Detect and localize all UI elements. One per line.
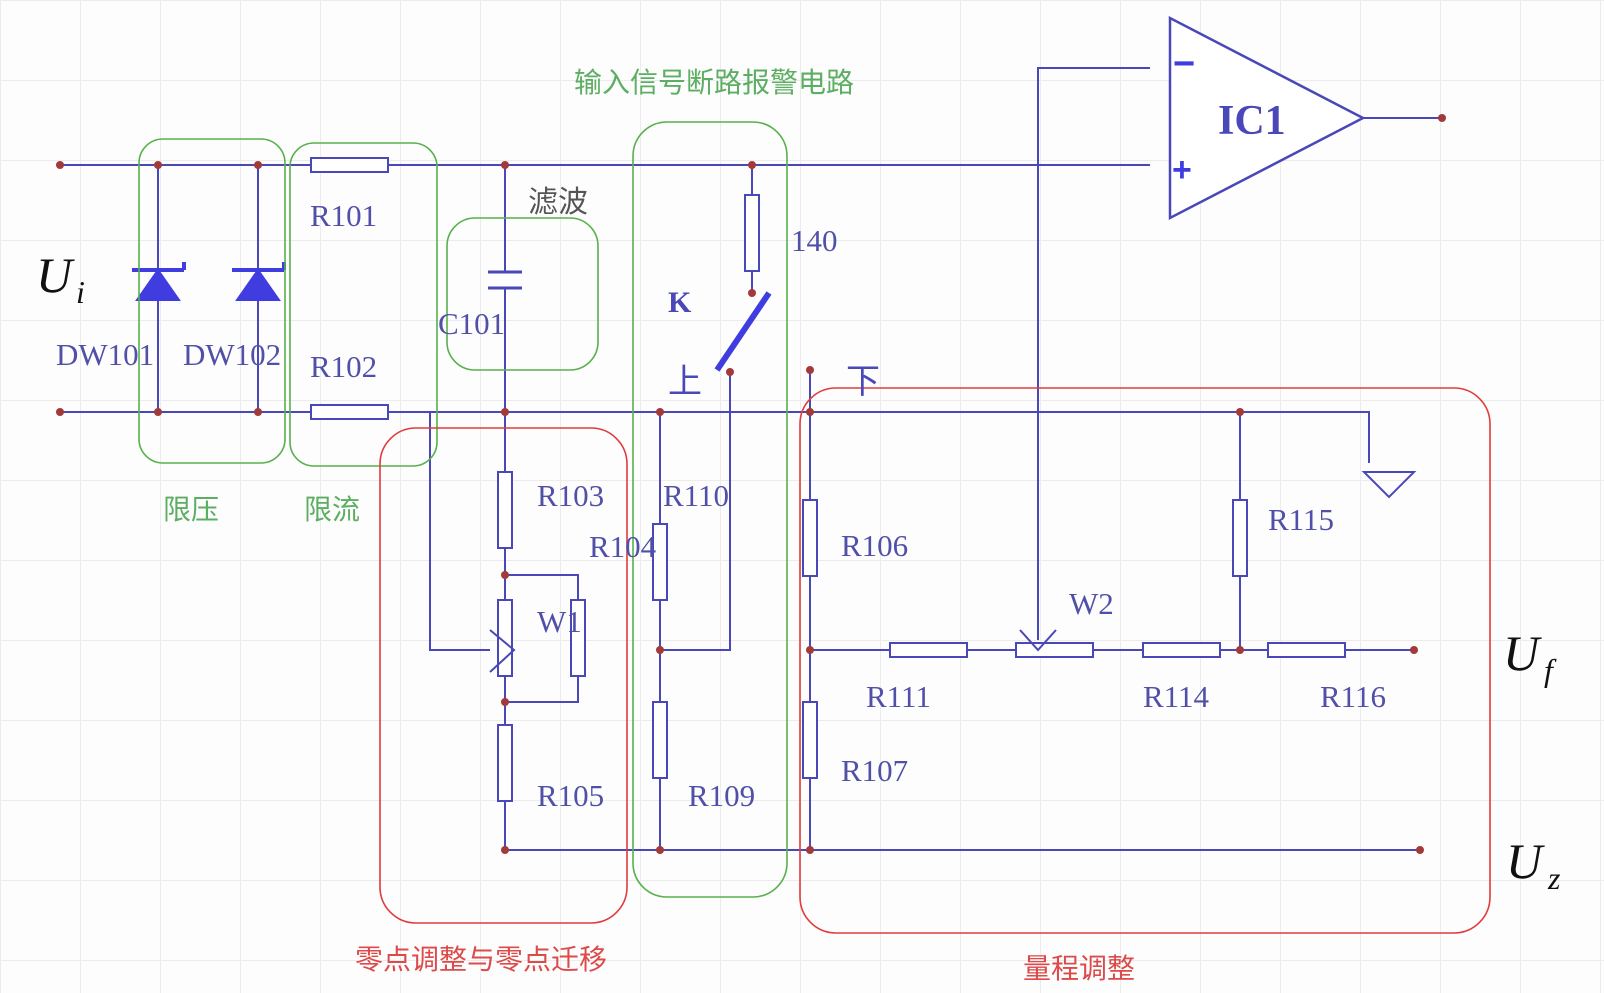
- node: [656, 846, 664, 854]
- node: [501, 408, 509, 416]
- r106-label: R106: [841, 528, 908, 563]
- junction-nodes: [56, 114, 1446, 854]
- current-limit-label: 限流: [304, 493, 360, 526]
- r105-label: R105: [537, 778, 604, 813]
- node: [806, 408, 814, 416]
- zero-adjust-label: 零点调整与零点迁移: [355, 943, 607, 976]
- r140-label: 140: [791, 223, 838, 258]
- w2-label: W2: [1069, 586, 1114, 621]
- node: [501, 161, 509, 169]
- voltage-limit-label: 限压: [163, 493, 219, 526]
- switch-k-blade: [714, 291, 772, 372]
- c101-label: C101: [438, 306, 505, 341]
- resistor-r106: [802, 499, 818, 577]
- node: [748, 161, 756, 169]
- resistor-r107: [802, 701, 818, 779]
- r116-label: R116: [1320, 679, 1386, 714]
- output-uf-subscript: f: [1544, 652, 1557, 688]
- resistor-r105: [497, 724, 513, 802]
- r101-label: R101: [310, 198, 377, 233]
- switch-k-label: K: [668, 286, 692, 319]
- dw102-label: DW102: [183, 337, 281, 372]
- w1-wiper-arrow-icon: [489, 629, 516, 673]
- group-box-alarm: [632, 121, 788, 898]
- r103-label: R103: [537, 478, 604, 513]
- node: [656, 646, 664, 654]
- r102-label: R102: [310, 349, 377, 384]
- w2-wiper-arrow-icon: [1019, 629, 1057, 652]
- resistor-r115: [1232, 499, 1248, 577]
- node: [806, 846, 814, 854]
- node: [56, 408, 64, 416]
- node: [501, 698, 509, 706]
- diagram-title: 输入信号断路报警电路: [574, 66, 854, 99]
- resistor-r114: [1142, 642, 1221, 658]
- node: [1236, 408, 1244, 416]
- node: [1416, 846, 1424, 854]
- output-uz-label: U: [1506, 833, 1545, 889]
- node: [501, 846, 509, 854]
- node: [806, 646, 814, 654]
- input-voltage-subscript: i: [76, 274, 85, 310]
- r114-label: R114: [1143, 679, 1210, 714]
- r115-label: R115: [1268, 502, 1334, 537]
- node: [154, 161, 162, 169]
- node: [1236, 646, 1244, 654]
- node: [726, 368, 734, 376]
- resistor-r140: [744, 194, 760, 272]
- group-box-filter: [446, 217, 599, 371]
- group-box-voltage-limit: [138, 138, 286, 464]
- resistor-r109: [652, 701, 668, 779]
- group-box-range-adjust: [799, 387, 1491, 934]
- range-adjust-label: 量程调整: [1023, 952, 1135, 985]
- node: [154, 408, 162, 416]
- r110-label: R110: [663, 478, 729, 513]
- ic1-minus-sign: −: [1173, 43, 1195, 85]
- r107-label: R107: [841, 753, 908, 788]
- r111-label: R111: [866, 679, 931, 714]
- w1-label: W1: [537, 604, 582, 639]
- output-uz-subscript: z: [1547, 860, 1561, 896]
- node: [254, 408, 262, 416]
- filter-label: 滤波: [528, 185, 588, 220]
- zener-diode-dw102: [232, 262, 286, 301]
- group-box-current-limit: [289, 142, 438, 467]
- resistor-r102: [310, 404, 389, 420]
- resistor-r104: [652, 523, 668, 601]
- input-voltage-label: U: [36, 247, 75, 303]
- resistor-r116: [1267, 642, 1346, 658]
- node: [656, 408, 664, 416]
- resistor-r111: [889, 642, 968, 658]
- resistor-w1-parallel: [570, 599, 586, 677]
- ic1-label: IC1: [1218, 98, 1286, 144]
- opamp-ic1: [1168, 15, 1366, 221]
- node: [254, 161, 262, 169]
- node: [1438, 114, 1446, 122]
- ic1-plus-sign: +: [1172, 151, 1192, 189]
- output-uf-label: U: [1503, 625, 1542, 681]
- node: [56, 161, 64, 169]
- r104-label: R104: [589, 529, 657, 564]
- potentiometer-w2: [1015, 642, 1094, 658]
- group-box-zero-adjust: [379, 427, 628, 924]
- node: [501, 571, 509, 579]
- node: [806, 366, 814, 374]
- resistor-r103: [497, 471, 513, 549]
- resistor-r101: [310, 157, 389, 173]
- switch-down-label: 下: [846, 362, 880, 402]
- switch-up-label: 上: [668, 362, 702, 402]
- ground-icon: [1361, 471, 1417, 499]
- capacitor-c101: [488, 270, 522, 290]
- potentiometer-w1: [497, 599, 513, 677]
- node: [748, 289, 756, 297]
- r109-label: R109: [688, 778, 755, 813]
- node: [1410, 646, 1418, 654]
- zener-diode-dw101: [132, 262, 186, 301]
- dw101-label: DW101: [56, 337, 154, 372]
